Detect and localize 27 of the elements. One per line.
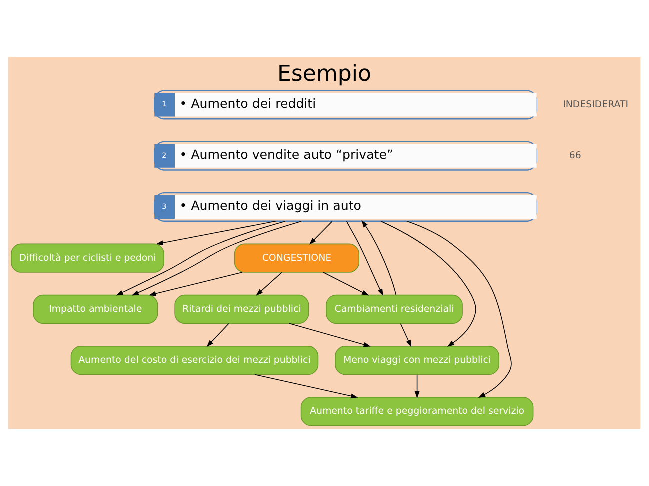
arrow	[289, 323, 371, 348]
arrow	[254, 374, 358, 399]
node-box: CONGESTIONE	[234, 244, 360, 273]
arrow	[206, 323, 230, 348]
arrow	[380, 221, 476, 347]
arrow	[362, 220, 397, 296]
diagram-title: Esempio	[278, 62, 372, 87]
node-box: Impatto ambientale	[33, 294, 158, 324]
node-box: Difficoltà per ciclisti e pedoni	[11, 244, 164, 273]
arrow	[149, 272, 243, 296]
node-box: Ritardi dei mezzi pubblici	[174, 294, 310, 324]
label: 66	[569, 150, 582, 162]
label: INDESIDERATI	[563, 99, 629, 110]
node-box: Aumento tariffe e peggioramento del servizio	[300, 397, 534, 426]
arrow	[132, 221, 302, 296]
arrow	[400, 323, 412, 348]
arrow	[256, 272, 282, 296]
arrow	[156, 221, 276, 246]
node-box: Aumento del costo di esercizio dei mezzi pubblici	[70, 346, 319, 376]
node-box: Meno viaggi con mezzi pubblici	[335, 346, 500, 376]
arrow	[414, 374, 420, 399]
arrow	[406, 221, 512, 398]
arrow	[322, 272, 370, 296]
arrow	[116, 221, 286, 296]
arrow	[346, 221, 384, 296]
arrow	[309, 221, 333, 245]
node-box: Cambiamenti residenziali	[326, 294, 463, 324]
